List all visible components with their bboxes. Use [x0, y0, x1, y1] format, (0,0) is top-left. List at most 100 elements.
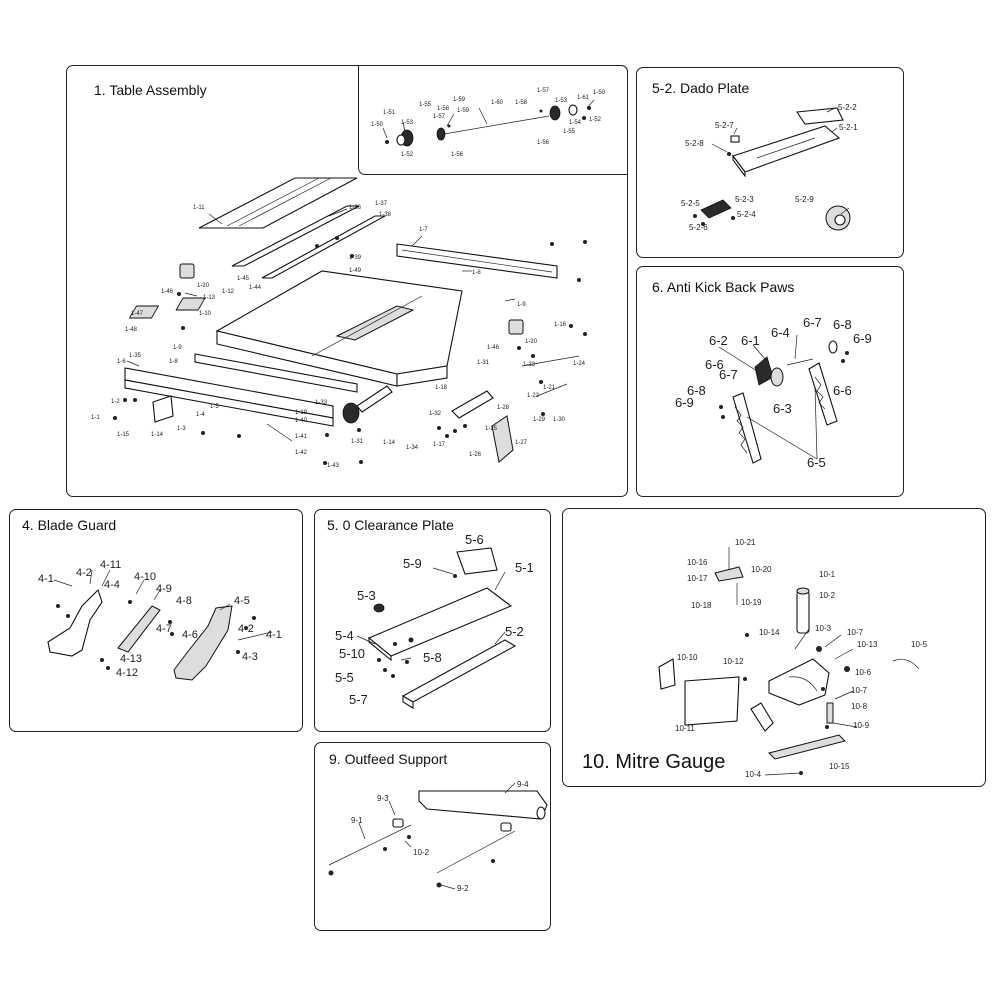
label-5-2-5: 5-2-5 [681, 199, 700, 208]
label-1-55: 1-55 [419, 102, 432, 108]
label-1-7: 1-7 [419, 227, 428, 233]
mitre-gauge-diagram: 10-21 10-16 10-20 10-17 10-18 10-19 10-1… [658, 538, 928, 779]
label-1-20b: 1-20 [525, 339, 538, 345]
label-1-30: 1-30 [553, 417, 566, 423]
label-6-7b: 6-7 [719, 367, 738, 382]
dado-insert-top [796, 107, 844, 125]
dado-plate-diagram: 5-2-2 5-2-1 5-2-7 5-2-8 5-2-3 5-2-5 5-2-… [681, 103, 858, 232]
mitre-body [768, 658, 830, 706]
label-5-6: 5-6 [465, 532, 484, 547]
label-1-31b: 1-31 [351, 439, 364, 445]
clearance-rail [401, 639, 517, 703]
label-1-26: 1-26 [469, 452, 482, 458]
outfeed-rod-left [328, 824, 412, 866]
label-10-21: 10-21 [735, 538, 756, 547]
label-1-28: 1-28 [497, 405, 510, 411]
label-1-32: 1-32 [429, 411, 442, 417]
label-6-8b: 6-8 [687, 383, 706, 398]
label-10-14: 10-14 [759, 628, 780, 637]
label-1-49: 1-49 [349, 268, 362, 274]
label-1-2: 1-2 [111, 399, 120, 405]
label-4-8: 4-8 [176, 595, 192, 607]
label-1-35: 1-35 [129, 353, 142, 359]
label-6-7: 6-7 [803, 315, 822, 330]
label-4-3: 4-3 [242, 651, 258, 663]
label-1-20: 1-20 [197, 283, 210, 289]
label-1-52b: 1-52 [589, 117, 602, 123]
label-4-2: 4-2 [76, 567, 92, 579]
clearance-plate-body [367, 587, 513, 657]
label-1-33: 1-33 [315, 400, 328, 406]
tilt-bracket [451, 390, 494, 419]
mitre-fence-face [684, 676, 740, 726]
label-4-9: 4-9 [156, 583, 172, 595]
outfeed-rod-right [436, 830, 516, 874]
label-10-19: 10-19 [741, 598, 762, 607]
label-1-4: 1-4 [196, 412, 205, 418]
label-4-1: 4-1 [38, 573, 54, 585]
label-10-13: 10-13 [857, 640, 878, 649]
label-1-1: 1-1 [91, 415, 100, 421]
label-5-2-6: 5-2-6 [689, 223, 708, 232]
label-5-2-9: 5-2-9 [795, 195, 814, 204]
clearance-insert [456, 547, 498, 575]
label-1-18: 1-18 [435, 385, 448, 391]
label-6-9: 6-9 [853, 331, 872, 346]
pawl-spring [770, 367, 784, 387]
label-6-9b: 6-9 [675, 395, 694, 410]
label-6-6b: 6-6 [833, 383, 852, 398]
label-10-16: 10-16 [687, 558, 708, 567]
label-5-9: 5-9 [403, 556, 422, 571]
label-10-7: 10-7 [847, 628, 864, 637]
anti-kick-panel: 6. Anti Kick Back Paws 6-2 6-1 6-4 6-7 6… [636, 266, 904, 497]
mitre-gauge-panel: 10. Mitre Gauge 10-21 10-16 10-20 10-17 … [562, 508, 986, 787]
label-10-7b: 10-7 [851, 686, 868, 695]
label-1-24: 1-24 [573, 361, 586, 367]
clearance-knob [373, 603, 385, 613]
label-10-18: 10-18 [691, 601, 712, 610]
label-4-6: 4-6 [182, 629, 198, 641]
label-1-29: 1-29 [533, 417, 546, 423]
dado-clamp [700, 199, 732, 219]
label-1-36: 1-36 [349, 205, 362, 211]
label-1-37: 1-37 [375, 201, 388, 207]
label-1-50b: 1-50 [593, 90, 606, 96]
label-1-56b: 1-56 [537, 140, 550, 146]
label-1-9b: 1-9 [173, 345, 182, 351]
label-1-27: 1-27 [515, 440, 528, 446]
outfeed-title: 9. Outfeed Support [329, 751, 448, 767]
fence-strip [231, 205, 360, 267]
label-1-57b: 1-57 [537, 88, 550, 94]
label-1-10: 1-10 [199, 311, 212, 317]
label-1-58b: 1-58 [515, 100, 528, 106]
label-1-51: 1-51 [383, 110, 396, 116]
clearance-plate-panel: 5. 0 Clearance Plate 5-6 5-9 5-1 5-3 5-2… [314, 509, 551, 732]
table-assembly-diagram: 1-11 1-36 1-37 1-38 1-7 1-39 1-49 1-8 1-… [91, 177, 587, 469]
rod-detail-panel: 1-50 1-51 1-53 1-55 1-58 1-57 1-59 1-52 … [358, 65, 628, 175]
label-5-7: 5-7 [349, 692, 368, 707]
label-1-40: 1-40 [295, 418, 308, 424]
label-1-22: 1-22 [527, 393, 540, 399]
label-9-4: 9-4 [517, 780, 529, 789]
label-1-14: 1-14 [151, 432, 164, 438]
label-10-5: 10-5 [911, 640, 928, 649]
mitre-pointer [750, 702, 774, 732]
bracket-left [179, 263, 195, 279]
label-6-8: 6-8 [833, 317, 852, 332]
label-10-2-outfeed: 10-2 [413, 848, 430, 857]
label-5-2-3: 5-2-3 [735, 195, 754, 204]
label-1-59: 1-59 [453, 97, 466, 103]
label-6-1: 6-1 [741, 333, 760, 348]
dado-plate-panel: 5-2. Dado Plate 5-2-2 5-2-1 5-2-7 5-2-8 … [636, 67, 904, 258]
label-1-48: 1-48 [125, 327, 138, 333]
label-6-2: 6-2 [709, 333, 728, 348]
label-1-54: 1-54 [569, 120, 582, 126]
label-5-2-7: 5-2-7 [715, 121, 734, 130]
shaft-rod [443, 115, 550, 135]
label-4-4: 4-4 [104, 579, 120, 591]
outfeed-bracket [418, 790, 548, 820]
label-1-58: 1-58 [437, 106, 450, 112]
pawl-pin [786, 358, 814, 366]
label-5-5: 5-5 [335, 670, 354, 685]
guard-right [173, 605, 233, 681]
